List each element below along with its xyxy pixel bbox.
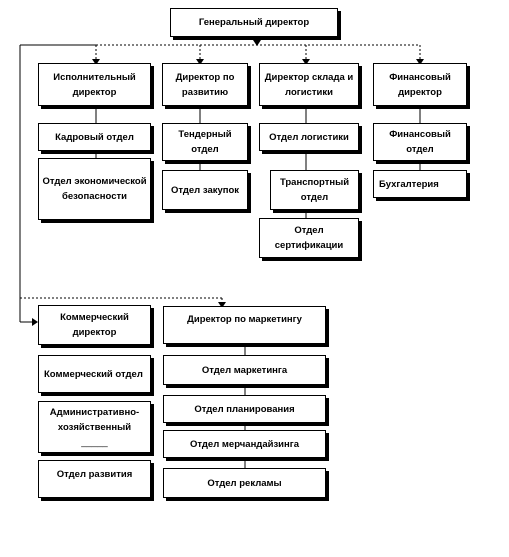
procurement-department-label: Отдел закупок [170, 184, 240, 196]
executive-director-label: Исполнительный директор [53, 71, 136, 98]
finance-department-box: Финансовый отдел [373, 123, 467, 161]
logistics-department-box: Отдел логистики [259, 123, 359, 151]
economic-security-department-box: Отдел экономической безопасности [38, 158, 151, 220]
administrative-department-box: Административно-хозяйственный _____ [38, 401, 151, 453]
executive-director-box: Исполнительный директор [38, 63, 151, 106]
finance-director-box: Финансовый директор [373, 63, 467, 106]
accounting-label: Бухгалтерия [379, 178, 439, 190]
economic-security-department-label: Отдел экономической безопасности [42, 176, 147, 202]
development-department-label: Отдел развития [56, 469, 133, 480]
accounting-box: Бухгалтерия [373, 170, 467, 198]
merchandising-department-label: Отдел мерчандайзинга [189, 438, 299, 450]
hr-department-box: Кадровый отдел [38, 123, 151, 151]
planning-department-label: Отдел планирования [194, 403, 295, 415]
logistics-department-label: Отдел логистики [269, 131, 349, 143]
planning-department-box: Отдел планирования [163, 395, 326, 423]
development-director-box: Директор по развитию [162, 63, 248, 106]
arrow-commercial [32, 318, 38, 326]
marketing-department-box: Отдел маркетинга [163, 355, 326, 385]
transport-department-box: Транспортный отдел [270, 170, 359, 210]
logistics-director-label: Директор склада и логистики [264, 71, 354, 98]
arrow-executive [92, 59, 100, 65]
arrow-marketing [218, 302, 226, 308]
advertising-department-box: Отдел рекламы [163, 468, 326, 498]
administrative-department-label: Административно-хозяйственный [49, 406, 140, 433]
logistics-director-box: Директор склада и логистики [259, 63, 359, 106]
development-department-box: Отдел развития [38, 460, 151, 498]
development-director-label: Директор по развитию [175, 71, 235, 98]
arrow-development [196, 59, 204, 65]
marketing-department-label: Отдел маркетинга [201, 364, 288, 376]
arrow-finance [416, 59, 424, 65]
ceo-label: Генеральный директор [198, 17, 310, 28]
marketing-director-box: Директор по маркетингу [163, 306, 326, 344]
certification-department-label: Отдел сертификации [274, 225, 344, 251]
commercial-department-label: Коммерческий отдел [44, 368, 143, 380]
marketing-director-label: Директор по маркетингу [187, 314, 302, 325]
hr-department-label: Кадровый отдел [55, 131, 134, 143]
commercial-director-label: Коммерческий директор [60, 312, 129, 338]
procurement-department-box: Отдел закупок [162, 170, 248, 210]
finance-director-label: Финансовый директор [389, 71, 451, 98]
advertising-department-label: Отдел рекламы [207, 477, 282, 489]
tender-department-box: Тендерный отдел [162, 123, 248, 161]
administrative-underline: _____ [81, 436, 108, 448]
ceo-box: Генеральный директор [170, 8, 338, 37]
tender-department-label: Тендерный отдел [178, 129, 232, 155]
merchandising-department-box: Отдел мерчандайзинга [163, 430, 326, 458]
commercial-department-box: Коммерческий отдел [38, 355, 151, 393]
arrow-ceo [253, 40, 261, 46]
certification-department-box: Отдел сертификации [259, 218, 359, 258]
finance-department-label: Финансовый отдел [389, 129, 451, 155]
arrow-logistics [302, 59, 310, 65]
transport-department-label: Транспортный отдел [279, 177, 350, 203]
commercial-director-box: Коммерческий директор [38, 305, 151, 345]
